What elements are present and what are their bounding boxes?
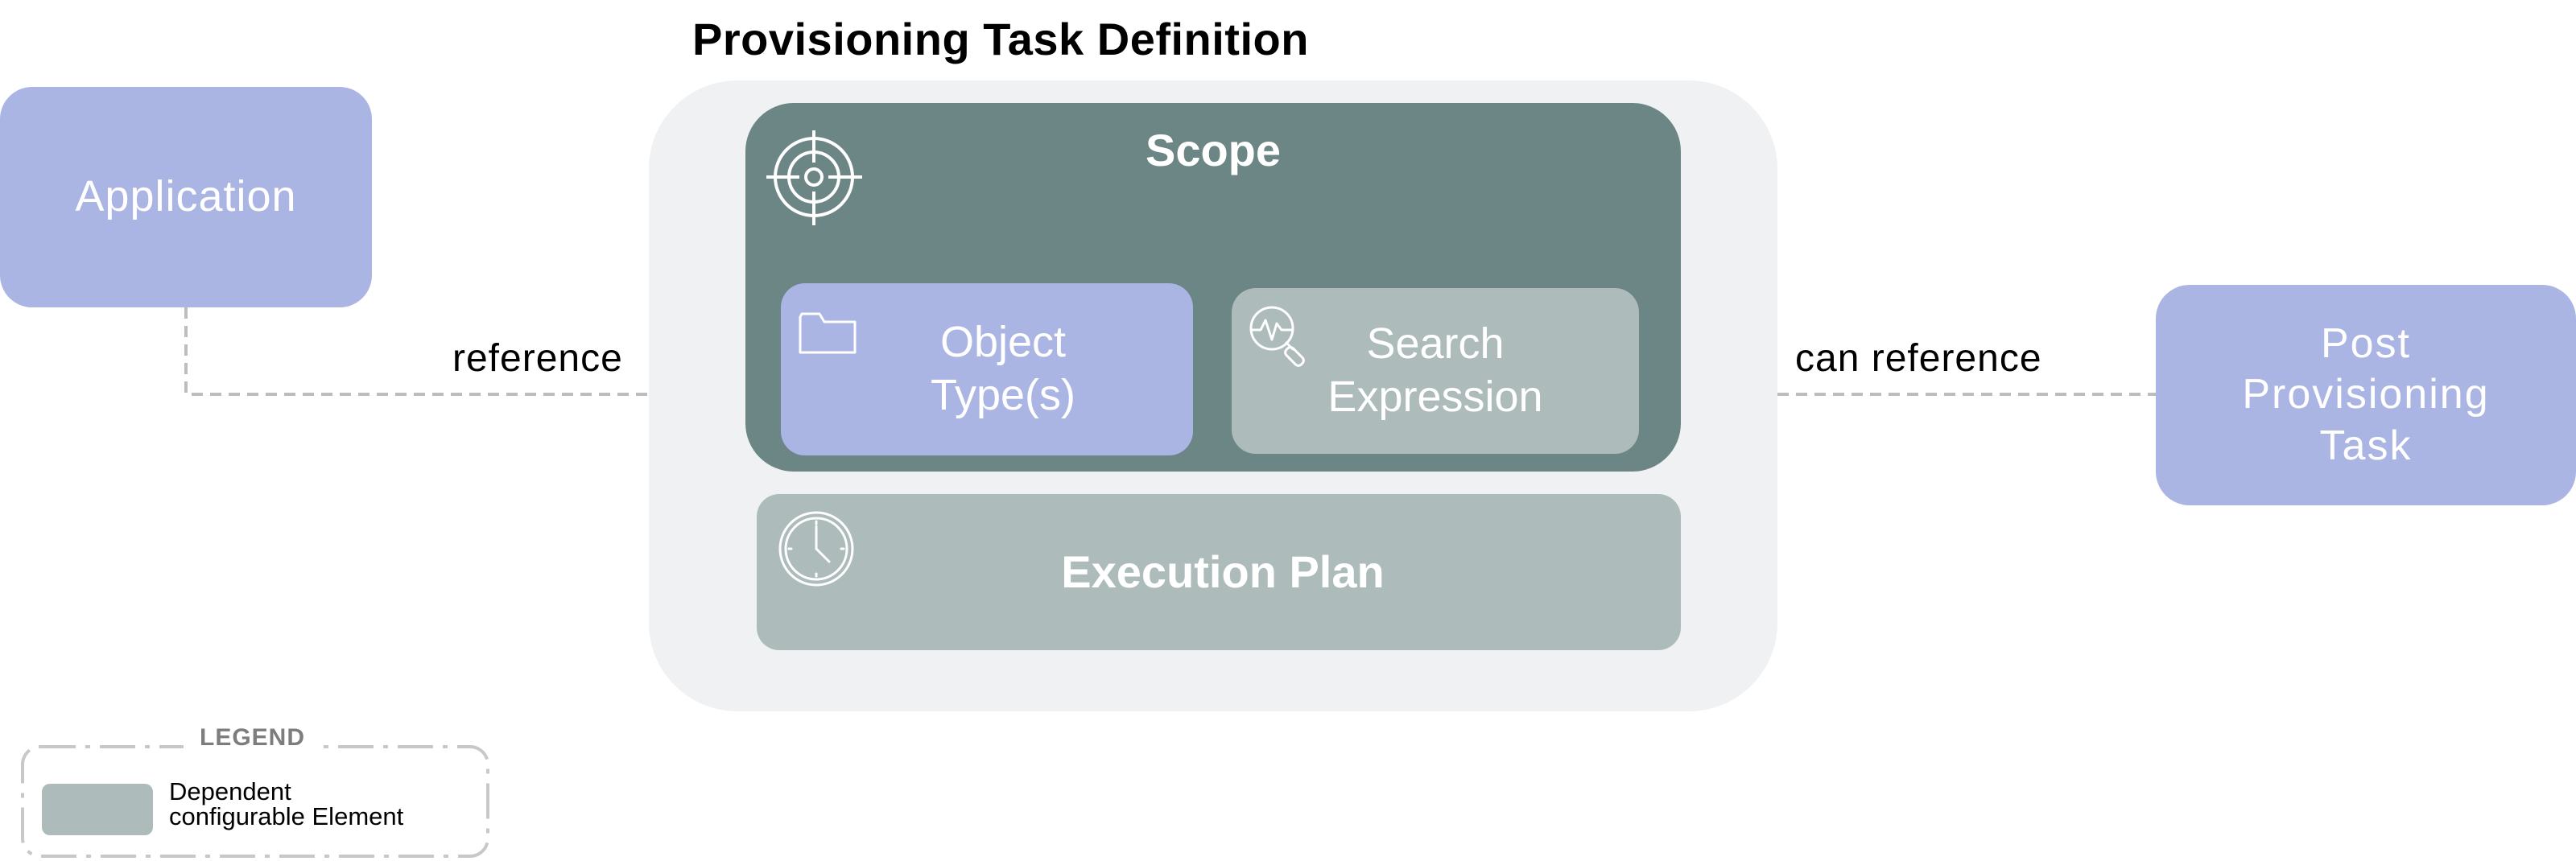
legend-swatch: [42, 784, 153, 835]
object-types-label: Object Type(s): [930, 318, 1076, 419]
scope-title: Scope: [1145, 125, 1282, 175]
application-node[interactable]: Application: [0, 87, 372, 307]
application-reference-connector: [184, 307, 649, 396]
can-reference-edge-label: can reference: [1795, 337, 2042, 380]
search-analysis-icon: [1249, 306, 1305, 367]
folder-icon: [799, 312, 857, 354]
target-icon: [766, 130, 862, 225]
diagram-title: Provisioning Task Definition: [692, 14, 1309, 64]
clock-icon: [778, 511, 854, 587]
search-expression-node[interactable]: Search Expression: [1232, 288, 1639, 454]
legend-item-label: Dependent configurable Element: [169, 777, 404, 830]
object-types-node[interactable]: Object Type(s): [781, 283, 1193, 455]
execution-plan-node[interactable]: Execution Plan: [757, 494, 1681, 650]
execution-plan-label: Execution Plan: [1061, 546, 1385, 597]
reference-edge-label: reference: [452, 337, 623, 380]
search-expression-label: Search Expression: [1327, 319, 1543, 421]
legend-title: LEGEND: [200, 724, 306, 751]
post-provisioning-task-node[interactable]: Post Provisioning Task: [2156, 285, 2576, 505]
legend-border: [21, 745, 489, 858]
